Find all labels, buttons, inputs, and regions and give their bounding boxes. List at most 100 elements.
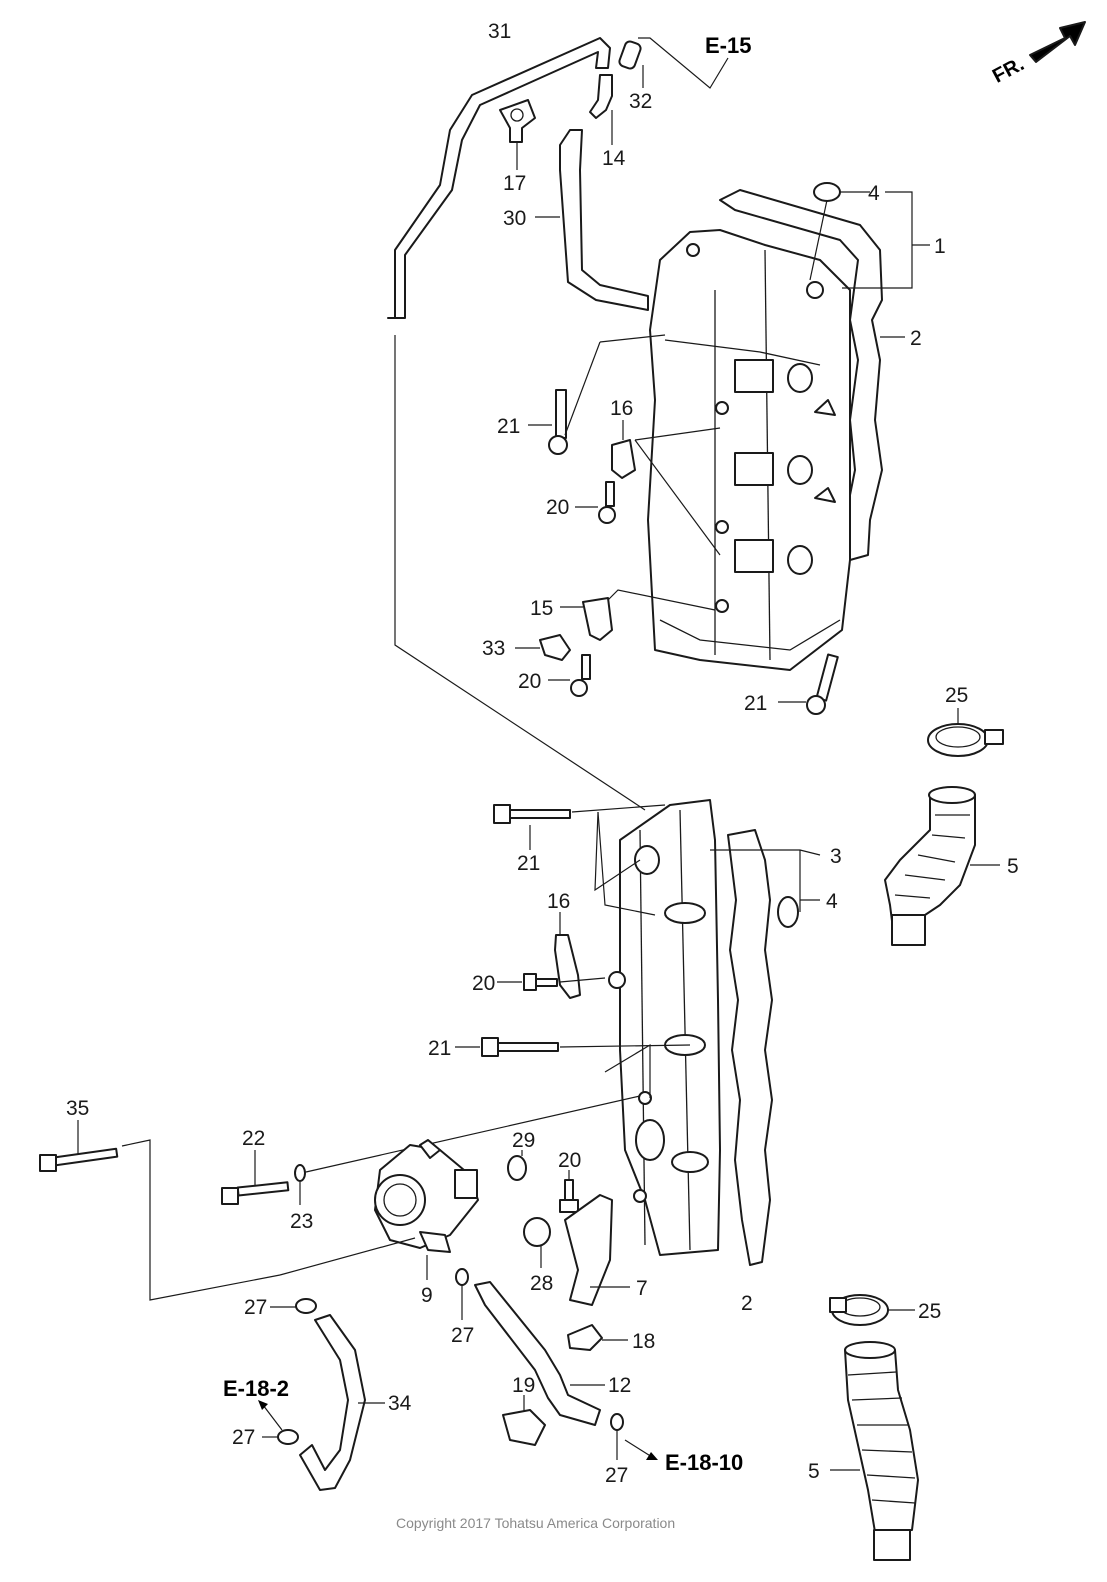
callout-2a: 2 [910, 327, 922, 350]
callout-17: 17 [503, 172, 526, 195]
leader-9-b [279, 1237, 416, 1276]
bolt-21a [548, 389, 568, 455]
clip-27a [295, 1298, 317, 1314]
callout-16a: 16 [610, 397, 633, 420]
callout-5b: 5 [808, 1460, 820, 1483]
ref-e18-10[interactable]: E-18-10 [665, 1450, 743, 1475]
callout-19: 19 [512, 1374, 535, 1397]
leader-20c-b [559, 977, 606, 983]
bolt-22 [221, 1181, 290, 1205]
fuel-pump-9 [374, 1139, 479, 1253]
leader-1 [842, 191, 913, 289]
callout-3: 3 [830, 845, 842, 868]
callout-14: 14 [602, 147, 626, 170]
leader-21a-b [564, 341, 601, 436]
arrow-e18-2-icon [258, 1400, 268, 1410]
cover-body-lower [619, 799, 721, 1256]
bolt-21d [481, 1037, 559, 1057]
washer-23 [294, 1164, 306, 1182]
callout-25a: 25 [945, 684, 968, 707]
hose-30 [559, 129, 649, 311]
callout-28: 28 [530, 1272, 553, 1295]
callout-35: 35 [66, 1097, 89, 1120]
screw-20c [523, 973, 558, 991]
callout-9: 9 [421, 1284, 433, 1307]
ref-e15[interactable]: E-15 [705, 33, 751, 58]
joint-14 [589, 74, 613, 119]
callout-7: 7 [636, 1277, 648, 1300]
callout-18: 18 [632, 1330, 655, 1353]
front-arrow-icon [1029, 21, 1086, 63]
callout-29: 29 [512, 1129, 535, 1152]
callout-22: 22 [242, 1127, 265, 1150]
hose-12 [474, 1281, 601, 1426]
clip-17 [499, 99, 536, 143]
leader-3 [710, 849, 821, 856]
callout-27a: 27 [244, 1296, 267, 1319]
leader-21c-d [594, 811, 641, 892]
callout-31: 31 [488, 20, 511, 43]
screw-20d [559, 1179, 579, 1213]
callout-20d: 20 [558, 1149, 581, 1172]
callout-15: 15 [530, 597, 553, 620]
ref-e18-2[interactable]: E-18-2 [223, 1376, 289, 1401]
bracket-7 [564, 1194, 613, 1306]
callout-27b: 27 [451, 1324, 474, 1347]
bolt-21c [493, 804, 571, 824]
clip-33 [539, 634, 571, 661]
callout-33: 33 [482, 637, 505, 660]
leader-35-b [121, 1139, 281, 1301]
callout-21b: 21 [744, 692, 767, 715]
leader-31-long [394, 335, 646, 811]
leader-16a-c [634, 439, 721, 556]
callout-23: 23 [290, 1210, 313, 1233]
callout-32: 32 [629, 90, 652, 113]
clip-27c [277, 1429, 299, 1445]
leader-e18-10 [624, 1439, 653, 1458]
hose-34 [299, 1314, 366, 1491]
leader-23-b [305, 1095, 641, 1173]
callout-2b: 2 [741, 1292, 753, 1315]
bolt-21b [806, 653, 839, 715]
bolt-35 [39, 1147, 119, 1172]
arrow-e18-10-icon [646, 1452, 658, 1460]
callout-27d: 27 [605, 1464, 628, 1487]
callout-12: 12 [608, 1374, 631, 1397]
callout-21c: 21 [517, 852, 540, 875]
callout-5a: 5 [1007, 855, 1019, 878]
callout-1: 1 [934, 235, 946, 258]
leader-21d-c [604, 1043, 651, 1098]
leader-16a-b [634, 427, 721, 441]
leader-e18-2 [262, 1404, 283, 1431]
callout-16b: 16 [547, 890, 570, 913]
collar-28 [523, 1217, 551, 1247]
callout-20a: 20 [546, 496, 569, 519]
cylinder-head-cover-lower [608, 799, 773, 1266]
callout-25b: 25 [918, 1300, 941, 1323]
front-label: FR. [989, 53, 1028, 88]
bracket-15 [582, 597, 613, 641]
callout-20c: 20 [472, 972, 495, 995]
gasket-lower [727, 829, 773, 1266]
callout-21a: 21 [497, 415, 520, 438]
hose-5-lower [844, 1341, 919, 1561]
callout-30: 30 [503, 207, 526, 230]
gasket-upper [719, 189, 883, 561]
leader-21c-b [571, 804, 666, 813]
leader-21a [599, 334, 666, 343]
band-25-lower [829, 1294, 889, 1326]
callout-34: 34 [388, 1392, 412, 1415]
leader-21d-b [559, 1044, 691, 1048]
leader-4-down [809, 199, 828, 281]
copyright-text: Copyright 2017 Tohatsu America Corporati… [396, 1515, 675, 1531]
callout-4a: 4 [868, 182, 880, 205]
clip-18 [567, 1324, 603, 1351]
washer-4-lower [777, 896, 799, 928]
callout-27c: 27 [232, 1426, 255, 1449]
callout-4b: 4 [826, 890, 838, 913]
leader-32-e15 [638, 37, 729, 89]
band-25-upper [927, 723, 1004, 757]
clamp-16a [611, 439, 636, 479]
clip-19 [502, 1409, 546, 1446]
